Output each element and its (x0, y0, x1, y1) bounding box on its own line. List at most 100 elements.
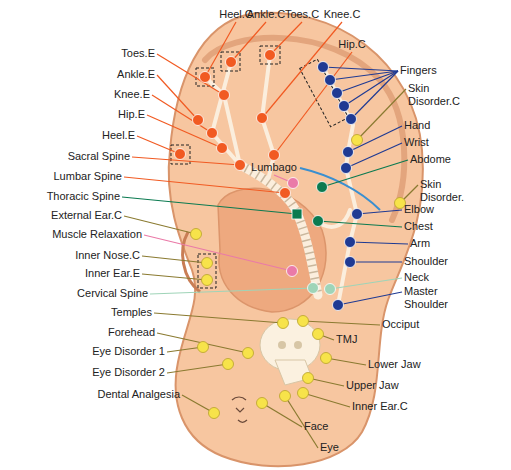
point-label: Dental Analgesia (97, 388, 180, 401)
leader-line (154, 313, 283, 323)
leader-line (144, 235, 292, 271)
point-label: Inner Ear.E (85, 267, 140, 280)
leader-line (152, 95, 212, 133)
point-label: Hand (404, 119, 430, 132)
acupoint (308, 283, 319, 294)
acupoint (269, 150, 280, 161)
leader-line (338, 292, 402, 305)
acupoint (339, 101, 350, 112)
acupoint (257, 398, 268, 409)
dashed-box (300, 59, 349, 127)
acupoint (198, 342, 209, 353)
acupoint (200, 72, 211, 83)
vertebrae (240, 165, 318, 295)
point-label: Heel.E (102, 129, 135, 142)
leader-line (157, 333, 248, 353)
acupoint (226, 57, 237, 68)
acupoint (333, 300, 344, 311)
point-label: Fingers (400, 64, 437, 77)
point-label: Hip.E (118, 108, 145, 121)
leader-line (167, 364, 228, 373)
eye-socket (278, 341, 286, 349)
acupoint (321, 353, 332, 364)
leader-line (303, 321, 380, 325)
acupoint (202, 275, 213, 286)
point-label: Skin Disorder. (420, 178, 475, 204)
acupoint (298, 388, 309, 399)
point-label: Elbow (404, 203, 434, 216)
leader-line (303, 393, 350, 407)
acupoint (325, 75, 336, 86)
point-label: External Ear.C (51, 209, 122, 222)
point-label: Ankle.C (247, 8, 286, 21)
acupoint (280, 188, 291, 199)
point-label: Lower Jaw (368, 358, 421, 371)
point-label: Neck (404, 271, 429, 284)
leader-line (348, 126, 402, 152)
point-label: Toes.E (121, 47, 155, 60)
leader-line (132, 157, 240, 165)
acupoint (223, 359, 234, 370)
point-label: Muscle Relaxation (52, 228, 142, 241)
point-label: Arm (410, 237, 430, 250)
point-label: Inner Nose.C (75, 249, 140, 262)
acupoint (219, 90, 230, 101)
leader-line (157, 54, 224, 95)
point-label: Toes.C (285, 8, 319, 21)
point-label: Lumbar Spine (54, 170, 123, 183)
point-label: Shoulder (404, 255, 448, 268)
leader-line (124, 177, 285, 193)
leader-line (350, 261, 402, 262)
leader-line (157, 75, 198, 120)
acupoint (209, 408, 220, 419)
leader-line (322, 160, 408, 187)
acupoint (202, 258, 213, 269)
point-label: Inner Ear.C (352, 400, 408, 413)
leader-line (150, 288, 313, 294)
acupoint (352, 209, 363, 220)
leader-line (350, 242, 408, 244)
acupoint (317, 182, 328, 193)
leader-line (142, 256, 207, 263)
point-label: Skin Disorder.C (408, 82, 466, 108)
acupoint (346, 114, 357, 125)
leader-line (351, 71, 398, 119)
acupoint (345, 237, 356, 248)
leader-line (122, 197, 297, 214)
rib-curve (300, 168, 380, 210)
leader-line (231, 22, 266, 62)
point-label: Thoracic Spine (47, 190, 120, 203)
face-sketch (232, 397, 247, 422)
acupoint (243, 348, 254, 359)
point-label: Ankle.E (117, 68, 155, 81)
dashed-box (260, 46, 280, 64)
point-label: Knee.C (324, 8, 361, 21)
acupoint (332, 88, 343, 99)
ear-outline (169, 13, 423, 466)
point-label: Eye Disorder 2 (92, 366, 165, 379)
leader-line (142, 274, 207, 280)
point-label: Face (304, 420, 328, 433)
point-label: Master Shoulder (404, 285, 459, 311)
leader-line (262, 22, 342, 118)
eye-socket (294, 341, 302, 349)
leader-line (337, 71, 398, 93)
acupoint (287, 266, 298, 277)
acupoint (352, 135, 363, 146)
leader-line (344, 71, 398, 106)
acupoint (280, 391, 291, 402)
acupoint (175, 149, 186, 160)
acupoint (395, 198, 406, 209)
acupoint (343, 147, 354, 158)
point-label: Temples (111, 306, 152, 319)
leader-line (330, 71, 398, 80)
point-label: Eye (320, 441, 339, 454)
leader-line (326, 358, 366, 365)
acupoint (193, 115, 204, 126)
point-label: Occiput (382, 318, 419, 331)
point-label: TMJ (336, 333, 357, 346)
dashed-box (198, 254, 216, 288)
acupoint (235, 160, 246, 171)
leader-line (137, 136, 180, 154)
